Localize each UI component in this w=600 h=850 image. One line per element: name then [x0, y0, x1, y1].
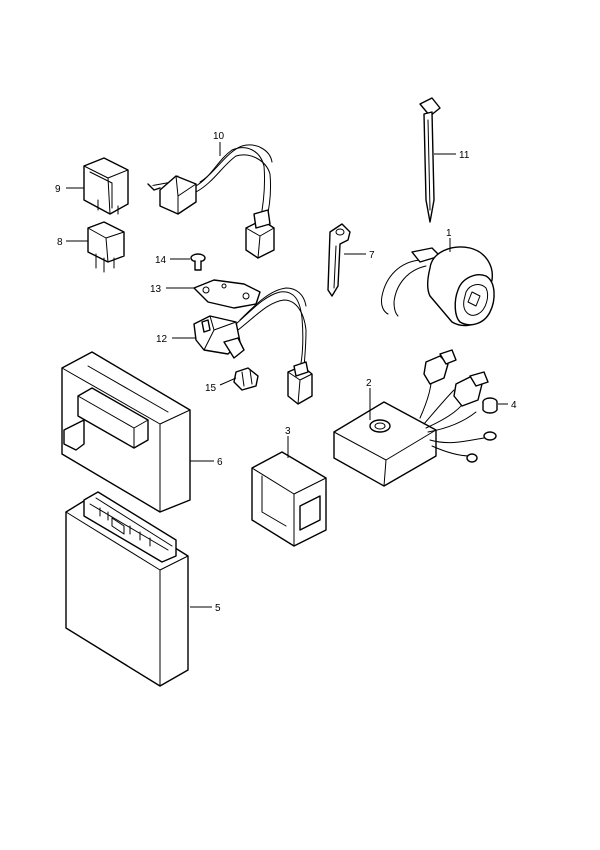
- callout-8: 8: [57, 237, 63, 248]
- part-8-relay: [87, 221, 125, 273]
- callout-4: 4: [511, 400, 517, 411]
- leader-lines: [66, 142, 508, 608]
- callout-11: 11: [459, 150, 470, 161]
- part-15-clip: [233, 367, 259, 391]
- part-13-plate: [193, 279, 261, 309]
- part-4-cap: [482, 397, 498, 414]
- callout-13: 13: [150, 284, 162, 295]
- part-10-switch-harness: [147, 144, 275, 259]
- callout-3: 3: [285, 426, 291, 437]
- callout-5: 5: [215, 603, 221, 614]
- callout-labels: 1 2 3 4 5 6 7 8 9 10 11 12 13 14 15: [55, 131, 517, 614]
- callout-12: 12: [156, 334, 168, 345]
- part-2-control-unit: [333, 349, 497, 487]
- part-5-ecu: [65, 491, 189, 687]
- part-14-screw: [190, 253, 206, 271]
- part-6-cover: [61, 351, 191, 513]
- callout-7: 7: [369, 250, 375, 261]
- callout-15: 15: [205, 383, 217, 394]
- part-12-sensor-harness: [193, 287, 313, 405]
- part-7-clamp: [327, 223, 351, 297]
- callout-2: 2: [366, 378, 372, 389]
- callout-10: 10: [213, 131, 225, 142]
- callout-6: 6: [217, 457, 223, 468]
- part-11-cable-tie: [419, 97, 441, 223]
- part-3-box: [251, 451, 327, 547]
- callout-14: 14: [155, 255, 167, 266]
- callout-1: 1: [446, 228, 452, 239]
- part-1-meter: [381, 246, 495, 327]
- callout-9: 9: [55, 184, 61, 195]
- part-9-relay: [83, 157, 129, 215]
